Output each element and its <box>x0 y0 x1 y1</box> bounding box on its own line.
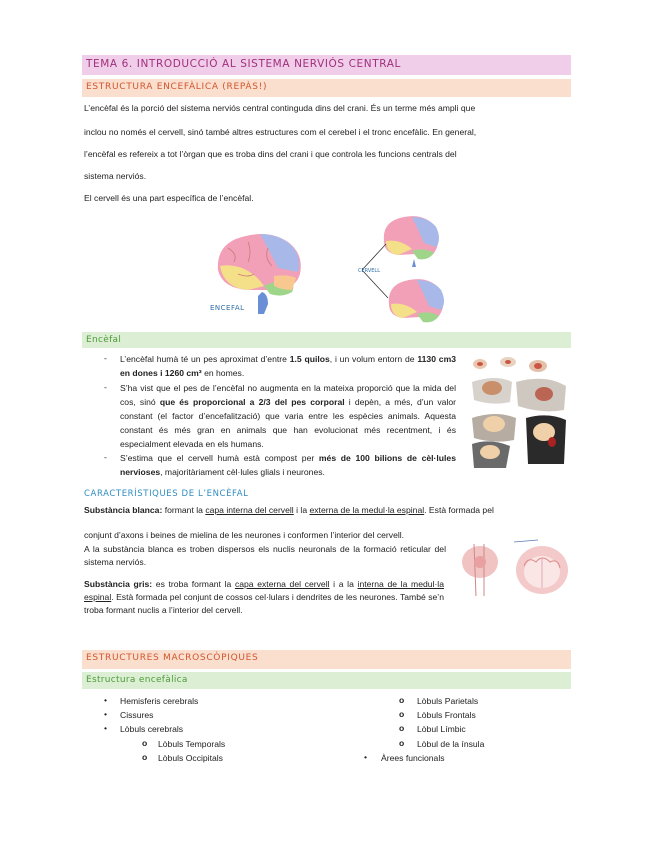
sub-bullet: o <box>142 738 148 748</box>
paragraph-line: El cervell és una part específica de l’e… <box>84 193 254 203</box>
sub-bullet: o <box>142 752 148 762</box>
encefal-bullet-2: S’ha vist que el pes de l’encèfal no aug… <box>120 381 456 451</box>
macro-heading-band: ESTRUCTURES MACROSCÒPIQUES <box>82 650 571 669</box>
text-span: , i un volum entorn de <box>329 354 418 364</box>
bullet: • <box>104 695 108 705</box>
bold-span: 1130 cm3 en dones i 1260 cm³ <box>120 354 456 378</box>
text-span: S’estima que el cervell humà està compos… <box>120 453 319 463</box>
text-span: , majoritàriament cèl·lules glials i neu… <box>160 467 325 477</box>
page-title: TEMA 6. INTRODUCCIÓ AL SISTEMA NERVIÓS C… <box>86 58 401 70</box>
text-span: es troba formant la <box>152 579 235 589</box>
encefal-bullet-3: S’estima que el cervell humà està compos… <box>120 451 456 479</box>
sub-list-item: Lòbul de la ínsula <box>417 739 485 749</box>
text-span: i depèn, a més, d’un valor constant (el … <box>120 397 456 449</box>
text-span: L’encèfal humà té un pes aproximat d’ent… <box>120 354 290 364</box>
cervell-brain-bottom <box>388 279 444 323</box>
bullet: • <box>364 752 368 762</box>
bold-span: que és proporcional a 2/3 del pes corpor… <box>159 397 345 407</box>
substancia-blanca-line3: A la substància blanca es troben dispers… <box>84 544 446 567</box>
bold-span: més de 100 bilions de cèl·lules nerviose… <box>120 453 456 477</box>
encefal-label: ENCEFAL <box>210 304 245 312</box>
bold-span: Substància blanca: <box>84 505 163 515</box>
brain-evolution-illustration <box>466 352 572 470</box>
cervell-label: CERVELL <box>358 268 381 274</box>
text-span: formant la <box>162 505 206 515</box>
sub-bullet: o <box>399 738 405 748</box>
cervell-connector-lines <box>361 243 389 299</box>
dash-bullet: - <box>104 353 107 363</box>
sub-list-item: Lòbuls Frontals <box>417 710 476 720</box>
underline-span: capa interna del cervell <box>205 505 294 515</box>
bullet: • <box>104 709 108 719</box>
text-span: S’ha vist que el pes de l’encèfal no aug… <box>120 383 456 407</box>
text-span: . Està formada pel <box>424 505 494 515</box>
dash-bullet: - <box>104 382 107 392</box>
paragraph-line: sistema nerviós. <box>84 171 147 181</box>
paragraph-line: L’encèfal és la porció del sistema nervi… <box>84 103 476 113</box>
bold-span: 1.5 quilos <box>289 354 330 364</box>
encefal-heading: Encèfal <box>86 335 122 345</box>
sub-list-item: Lòbul Límbic <box>417 724 466 734</box>
spinal-cord-brain-section-illustration <box>462 539 568 597</box>
section-heading-band: ESTRUCTURA ENCEFÀLICA (REPÀS!) <box>82 79 571 97</box>
paragraph-line: inclou no només el cervell, sinó també a… <box>84 127 477 137</box>
sub-list-item: Lòbuls Occipitals <box>158 753 223 763</box>
underline-span: capa externa del cervell <box>234 579 330 589</box>
underline-span: interna de la medul·la espinal <box>84 579 444 602</box>
list-item: Hemisferis cerebrals <box>120 696 199 706</box>
sub-list-item: Lòbuls Temporals <box>158 739 226 749</box>
substancia-gris-paragraph: Substància gris: es troba formant la cap… <box>84 578 444 617</box>
sub-bullet: o <box>399 695 405 705</box>
text-span: i la <box>293 505 310 515</box>
caracteristiques-heading: CARACTERÍSTIQUES DE L’ENCÈFAL <box>84 489 249 499</box>
substancia-blanca-line2: conjunt d’axons i beines de mielina de l… <box>84 530 405 540</box>
cervell-brain-top <box>383 216 439 267</box>
macro-subheading: Estructura encefàlica <box>86 675 188 685</box>
sub-list-item: Lòbuls Parietals <box>417 696 479 706</box>
sub-bullet: o <box>399 709 405 719</box>
macro-subheading-band: Estructura encefàlica <box>82 672 571 689</box>
encefal-bullet-1: L’encèfal humà té un pes aproximat d’ent… <box>120 352 456 380</box>
list-item: Cissures <box>120 710 154 720</box>
bullet: • <box>104 723 108 733</box>
paragraph-line: l’encèfal es refereix a tot l’òrgan que … <box>84 149 457 159</box>
bold-span: Substància gris: <box>84 579 153 589</box>
list-item: Lòbuls cerebrals <box>120 724 184 734</box>
title-band: TEMA 6. INTRODUCCIÓ AL SISTEMA NERVIÓS C… <box>82 55 571 75</box>
encefal-brain-illustration <box>217 234 301 314</box>
sub-bullet: o <box>399 723 405 733</box>
text-span: . Està formada pel conjunt de cossos cel… <box>84 592 444 615</box>
section-heading: ESTRUCTURA ENCEFÀLICA (REPÀS!) <box>86 82 268 92</box>
macro-heading: ESTRUCTURES MACROSCÒPIQUES <box>86 653 259 663</box>
underline-span: externa de la medul·la espinal <box>309 505 425 515</box>
list-item: Àrees funcionals <box>381 753 445 763</box>
dash-bullet: - <box>104 452 107 462</box>
text-span: en homes. <box>201 368 245 378</box>
text-span: i a la <box>329 579 358 589</box>
substancia-blanca-line1: Substància blanca: formant la capa inter… <box>84 505 574 516</box>
encefal-heading-band: Encèfal <box>82 332 571 348</box>
